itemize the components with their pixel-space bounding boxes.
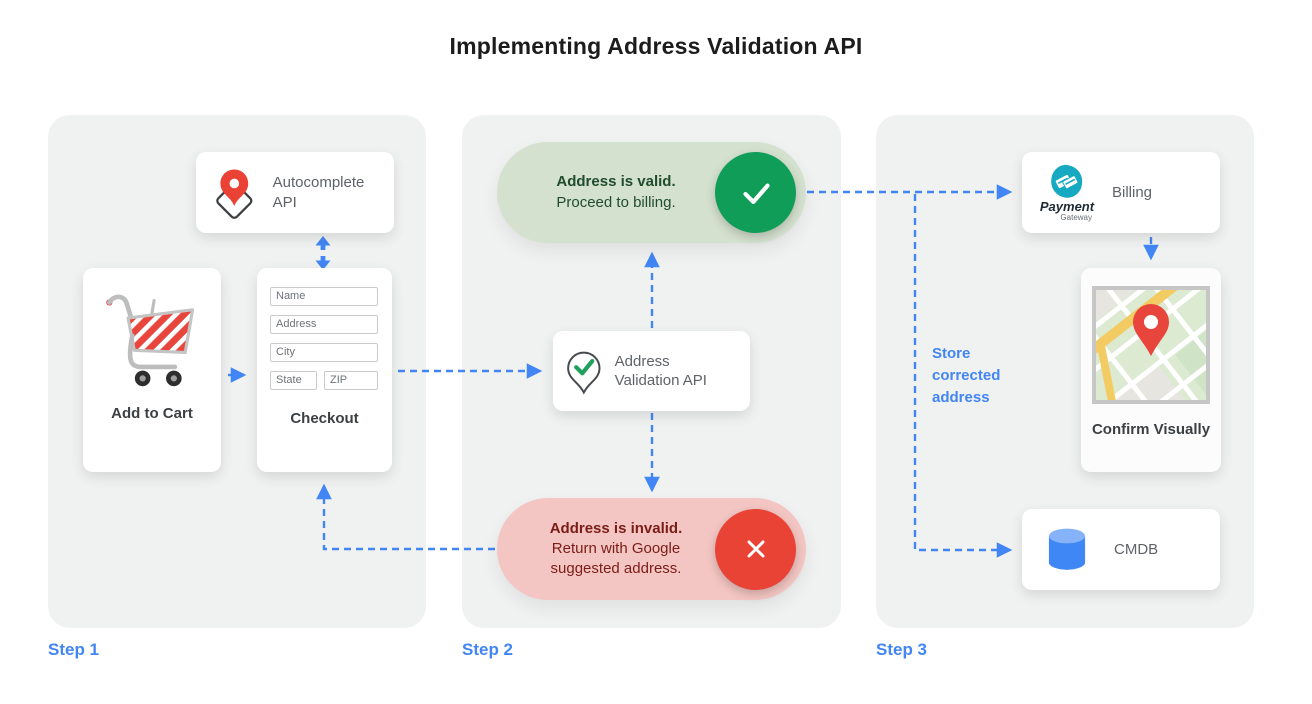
add-to-cart-card: Add to Cart: [83, 268, 221, 472]
address-field: Address: [270, 315, 378, 334]
checkout-card: Name Address City State ZIP Checkout: [257, 268, 392, 472]
address-invalid-subtitle: Return with Google suggested address.: [550, 539, 682, 578]
payment-gateway-blob-icon: [1051, 164, 1083, 198]
name-field: Name: [270, 287, 378, 306]
step3-label: Step 3: [876, 640, 928, 659]
address-invalid-text: Address is invalid. Return with Google s…: [497, 519, 715, 580]
updown-arrow-icon: [315, 236, 331, 270]
invalid-circle: [715, 508, 796, 590]
shopping-cart-icon: [106, 294, 195, 387]
map-pin-diamond-icon: [216, 169, 253, 219]
payment-gateway-logo-word: Payment: [1039, 199, 1095, 214]
checkout-label: Checkout: [290, 410, 359, 427]
payment-gateway-logo: Payment Gateway: [1036, 163, 1098, 222]
address-valid-title: Address is valid.: [556, 173, 676, 191]
address-valid-subtitle: Proceed to billing.: [556, 193, 676, 211]
cmdb-card: CMDB: [1022, 509, 1220, 590]
store-corrected-address-note: Store corrected address: [932, 345, 1001, 406]
map-pin-check-icon: [567, 351, 601, 395]
database-icon: [1048, 528, 1086, 570]
state-field: State: [270, 371, 317, 390]
billing-label: Billing: [1112, 183, 1153, 201]
billing-card: Payment Gateway Billing: [1022, 152, 1220, 233]
address-validation-api-label: Address Validation API: [614, 352, 707, 390]
cmdb-label: CMDB: [1114, 540, 1159, 558]
confirm-visually-label: Confirm Visually: [1091, 421, 1211, 438]
address-invalid-title: Address is invalid.: [549, 519, 683, 537]
zip-field: ZIP: [324, 371, 378, 390]
add-to-cart-label: Add to Cart: [111, 405, 193, 422]
address-valid-text: Address is valid. Proceed to billing.: [497, 172, 715, 213]
x-icon: [747, 540, 764, 558]
autocomplete-api-card: Autocomplete API: [196, 152, 394, 233]
checkout-form: Name Address City State ZIP: [257, 268, 392, 399]
confirm-visually-card: Confirm Visually: [1081, 268, 1221, 472]
map-thumbnail: [1092, 286, 1210, 404]
page-title: Implementing Address Validation API: [449, 33, 863, 59]
address-invalid-pill: Address is invalid. Return with Google s…: [497, 498, 806, 600]
step1-label: Step 1: [48, 640, 100, 659]
address-valid-pill: Address is valid. Proceed to billing.: [497, 142, 806, 243]
payment-gateway-logo-word2: Gateway: [1060, 213, 1092, 222]
checkmark-icon: [742, 183, 770, 204]
address-validation-api-card: Address Validation API: [553, 331, 750, 411]
autocomplete-api-label: Autocomplete API: [272, 174, 365, 211]
city-field: City: [270, 343, 378, 362]
step2-label: Step 2: [462, 640, 514, 659]
valid-circle: [715, 152, 796, 233]
